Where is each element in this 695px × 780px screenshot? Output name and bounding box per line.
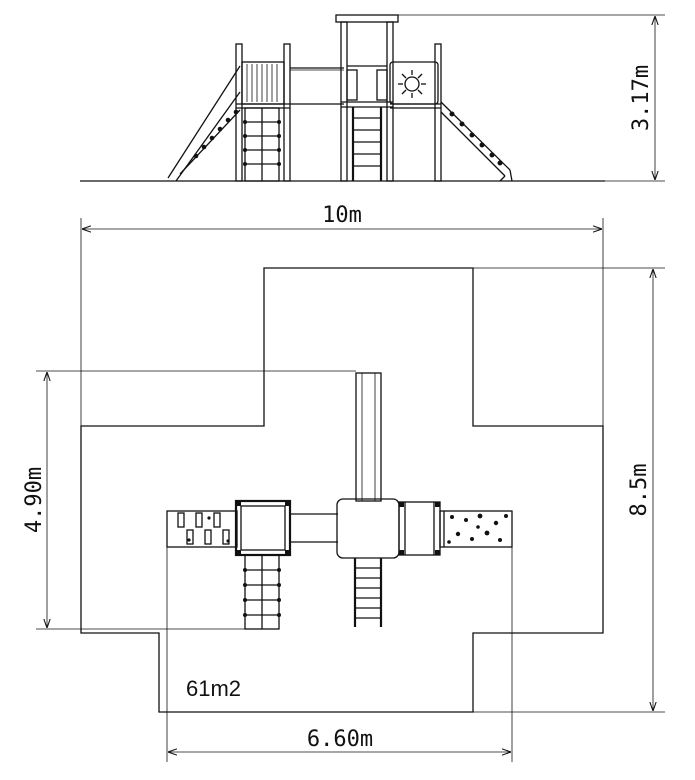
central-ladder xyxy=(353,558,383,627)
left-tower xyxy=(235,43,291,182)
height-dimension: 3.17m xyxy=(398,14,665,182)
tube-bridge xyxy=(290,67,344,105)
slide xyxy=(355,372,382,502)
width-equipment-dimension: 6.60m xyxy=(166,547,513,762)
left-net-ladder xyxy=(243,554,281,630)
elevation-view: 3.17m xyxy=(80,14,665,182)
left-climbing-ramp xyxy=(167,65,241,182)
depth-total-label: 8.5m xyxy=(627,464,652,517)
central-platform xyxy=(336,498,400,559)
depth-equipment-dimension: 4.90m xyxy=(22,370,356,630)
central-tower xyxy=(335,14,399,182)
right-climbing-wall-plan xyxy=(439,510,513,548)
height-label: 3.17m xyxy=(629,65,654,131)
width-total-label: 10m xyxy=(322,203,362,228)
safety-zone-outline xyxy=(80,267,604,713)
right-tower xyxy=(389,43,442,182)
equipment-top-view xyxy=(166,372,513,630)
left-platform xyxy=(234,499,292,557)
plan-view: 10m 8.5m 4.90m 6.60m 61m2 xyxy=(22,203,665,762)
right-climbing-wall xyxy=(440,101,513,182)
depth-total-dimension: 8.5m xyxy=(473,267,665,713)
sun-panel-icon xyxy=(398,70,426,98)
left-climbing-panel xyxy=(166,510,238,548)
width-total-dimension: 10m xyxy=(80,203,604,426)
right-platform xyxy=(398,501,441,556)
plan-tube-bridge xyxy=(290,513,338,543)
depth-equipment-label: 4.90m xyxy=(22,467,47,533)
area-label: 61m2 xyxy=(186,676,241,701)
width-equipment-label: 6.60m xyxy=(307,727,373,752)
